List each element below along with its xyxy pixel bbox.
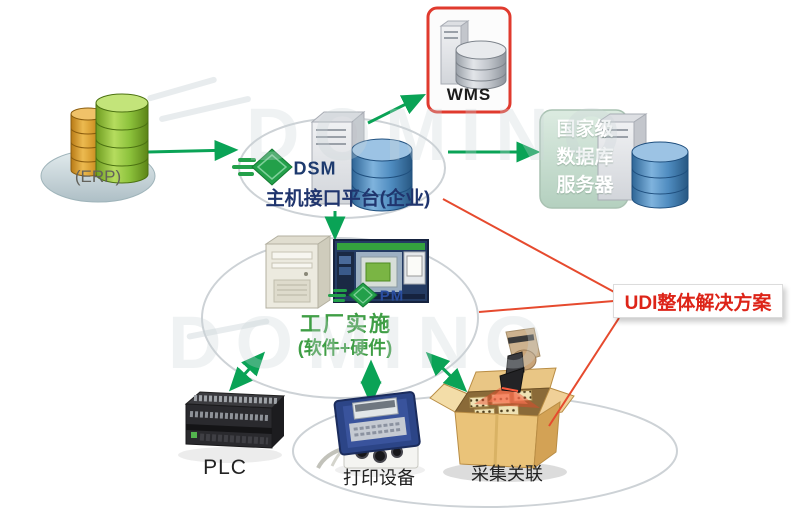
dsm-platform-label: 主机接口平台(企业) bbox=[265, 188, 431, 210]
factory-label-line1: 工厂实施 bbox=[300, 313, 392, 336]
dsm-server-database-icon bbox=[310, 110, 413, 212]
dsm-logo-icon bbox=[232, 148, 293, 186]
national-db-label: 国家级 数据库 服务器 bbox=[542, 116, 628, 200]
national-db-label-line1: 国家级 bbox=[556, 119, 614, 140]
udi-solution-badge: UDI整体解决方案 bbox=[613, 284, 783, 318]
red-line-factory-to-badge bbox=[478, 300, 615, 313]
erp-database-cylinders-icon bbox=[70, 93, 149, 184]
arrow-factory-plc bbox=[228, 351, 266, 392]
national-db-node bbox=[539, 109, 689, 209]
wms-label: WMS bbox=[446, 85, 492, 104]
wms-server-database-icon bbox=[439, 20, 507, 90]
red-solution-lines bbox=[442, 198, 620, 427]
national-db-label-line3: 服务器 bbox=[556, 175, 614, 196]
printer-label: 打印设备 bbox=[343, 468, 415, 488]
national-db-server-database-icon bbox=[596, 113, 689, 209]
arrow-factory-collection bbox=[425, 351, 468, 393]
inkjet-printer-icon bbox=[316, 391, 425, 477]
red-line-dsm-to-badge bbox=[442, 198, 617, 294]
green-arrows bbox=[147, 93, 541, 406]
red-line-collection-to-badge bbox=[548, 317, 620, 427]
arrow-erp-to-dsm bbox=[147, 139, 239, 161]
collection-label: 采集关联 bbox=[471, 464, 543, 484]
wms-node bbox=[426, 6, 512, 114]
plc-label: PLC bbox=[203, 456, 247, 479]
dsm-logo-label: DSM bbox=[293, 158, 337, 179]
factory-monitor-icon bbox=[333, 239, 429, 303]
factory-label-line2: (软件+硬件) bbox=[297, 338, 393, 358]
national-db-label-line2: 数据库 bbox=[556, 147, 614, 168]
pm-logo-icon bbox=[328, 282, 378, 308]
arrow-dsm-to-wms bbox=[367, 93, 427, 125]
plc-controller-icon bbox=[178, 391, 286, 463]
pm-logo-label: PM bbox=[379, 287, 405, 305]
factory-workstation-icon bbox=[264, 235, 332, 309]
erp-label: (ERP) bbox=[74, 167, 122, 186]
